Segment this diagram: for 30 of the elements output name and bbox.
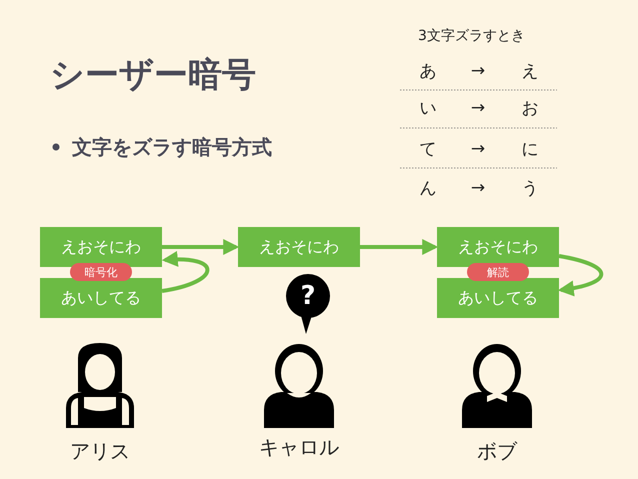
text-box: えおそにわ xyxy=(437,227,559,267)
speech-bubble: ? xyxy=(286,274,330,318)
table-cell: → xyxy=(470,98,486,118)
bullet-text: 文字をズラす暗号方式 xyxy=(72,134,272,161)
tag-label: 暗号化 xyxy=(70,263,132,281)
table-cell-text: て xyxy=(420,138,436,160)
table-cell-text: ん xyxy=(420,178,436,200)
title: シーザー暗号 xyxy=(50,54,256,97)
table-cell: → xyxy=(470,139,486,159)
person-name: キャロル xyxy=(259,434,339,461)
table-cell-text: あ xyxy=(420,60,436,82)
table-cell-text: に xyxy=(522,138,538,160)
table-header: 3文字ズラすとき xyxy=(418,27,525,45)
table-cell-text: え xyxy=(522,60,538,82)
arrow xyxy=(558,254,604,296)
person-name: ボブ xyxy=(477,438,517,465)
text-box: あいしてる xyxy=(437,278,559,318)
tag-label: 解読 xyxy=(467,263,529,281)
arrow xyxy=(360,239,438,255)
text-box: えおそにわ xyxy=(238,227,360,267)
text-box: あいしてる xyxy=(40,278,162,318)
person-name: アリス xyxy=(70,438,130,465)
table-cell-text: う xyxy=(522,178,538,200)
arrow xyxy=(162,251,210,293)
text-box: えおそにわ xyxy=(40,227,162,267)
table-cell-text: い xyxy=(420,98,436,120)
table-cell: → xyxy=(470,178,486,198)
table-cell-text: お xyxy=(522,98,538,120)
table-cell: → xyxy=(470,61,486,81)
arrow xyxy=(162,239,240,255)
